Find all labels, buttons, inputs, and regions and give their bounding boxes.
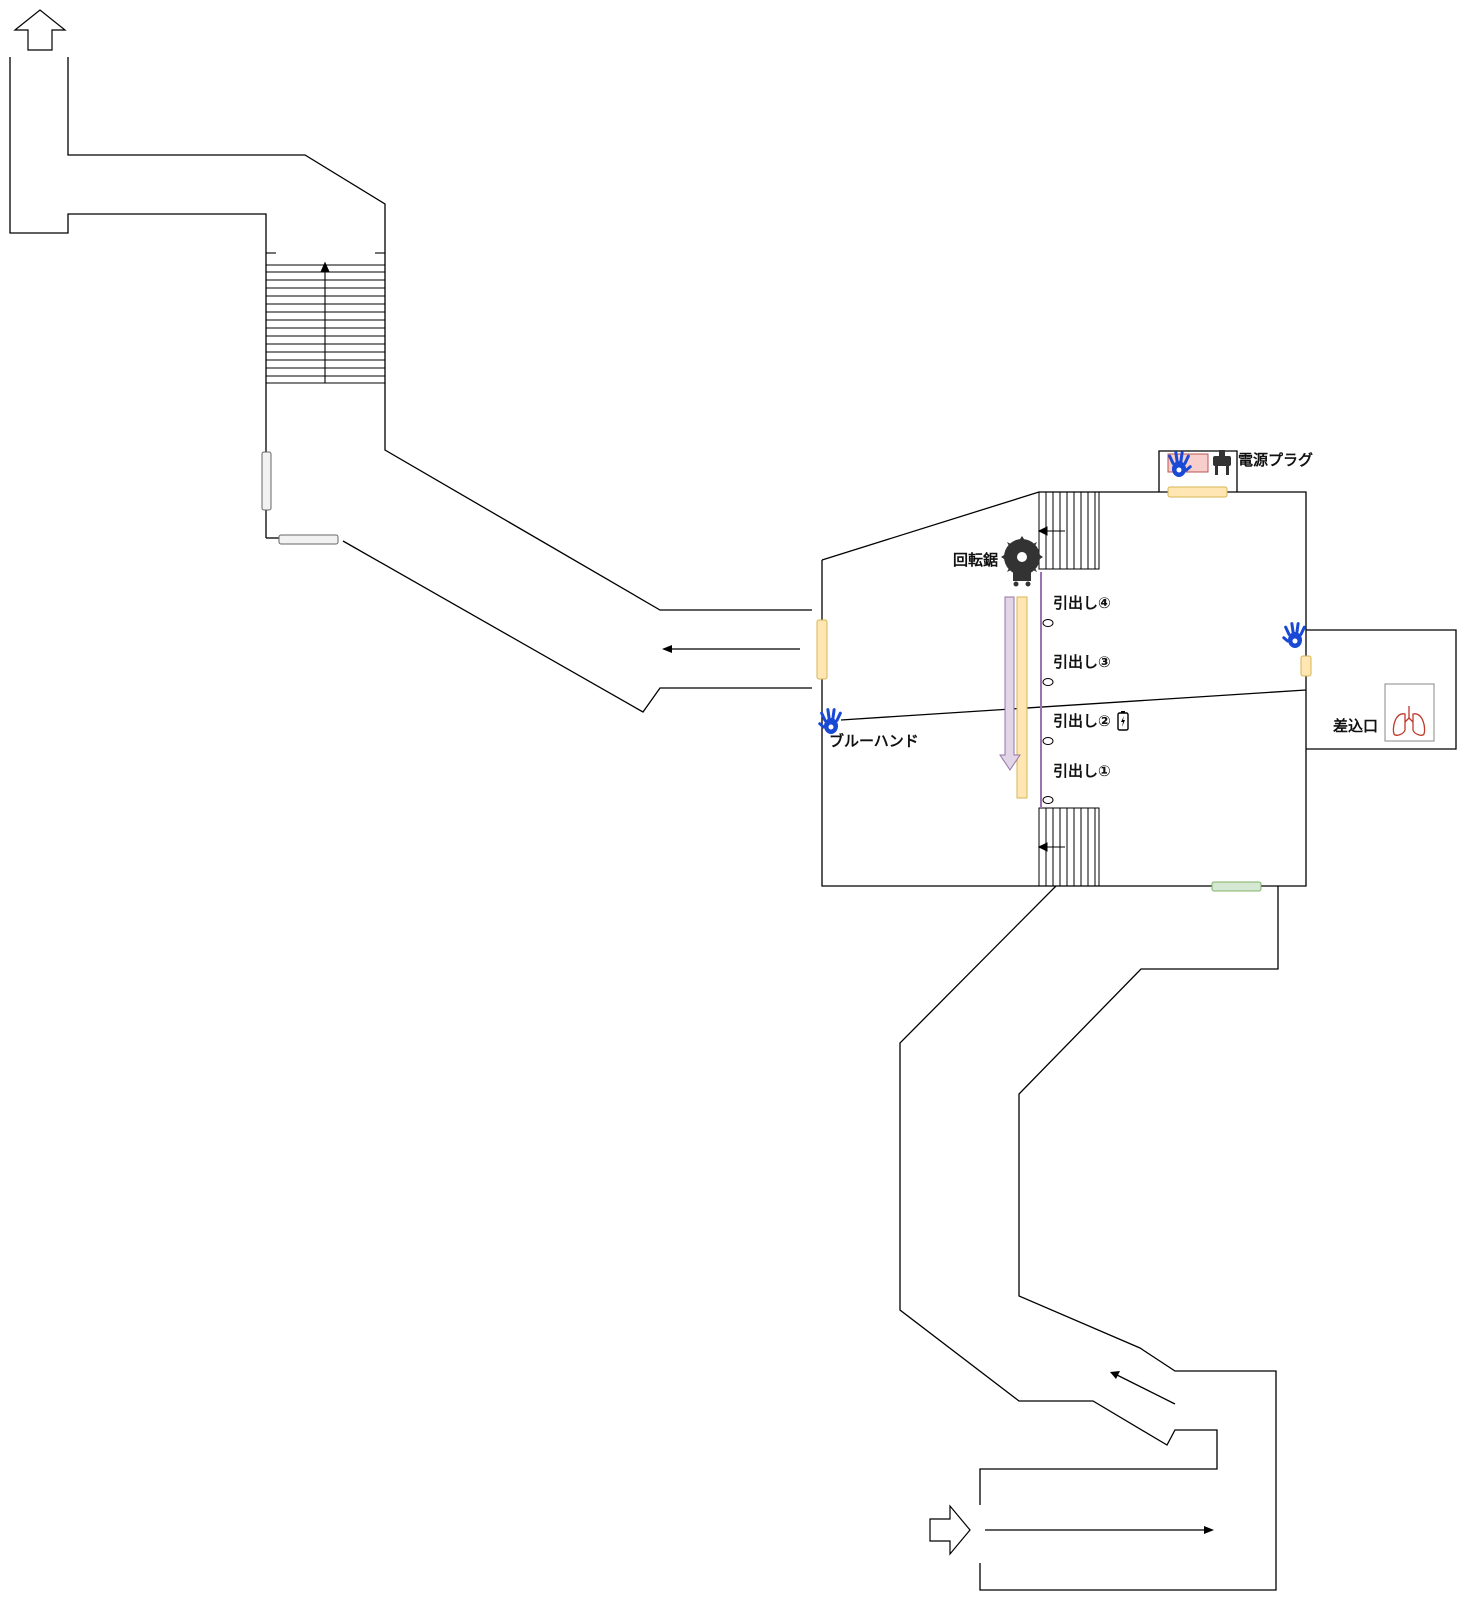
- corridor-left-arrow: [662, 645, 800, 653]
- drawer-handle-1: [1042, 796, 1054, 804]
- label-drawer-4: 引出し④: [1053, 594, 1111, 612]
- exit-up-arrow-icon: [13, 9, 67, 51]
- label-power-plug: 電源プラグ: [1238, 451, 1313, 469]
- main-room-walls: [821, 450, 1457, 887]
- corridor-upleft-arrow: [1110, 1371, 1120, 1379]
- door-north[interactable]: [1167, 486, 1228, 498]
- entrance-right-arrow-icon: [929, 1504, 971, 1556]
- saw-movement-arrow: [999, 596, 1021, 771]
- stairs-top: [266, 252, 385, 384]
- door-west[interactable]: [816, 619, 828, 680]
- door-gray-vertical[interactable]: [261, 451, 272, 511]
- battery-icon: [1117, 711, 1129, 731]
- drawer-handle-3: [1042, 678, 1054, 686]
- corridor-right-arrow: [985, 1526, 1214, 1534]
- stairs-upper: [1037, 491, 1100, 570]
- label-slot: 差込口: [1333, 717, 1378, 735]
- label-drawer-2: 引出し②: [1053, 712, 1111, 730]
- drawer-handle-2: [1042, 737, 1054, 745]
- door-east[interactable]: [1300, 655, 1312, 677]
- drawer-handle-4: [1042, 619, 1054, 627]
- hand-icon-blue-hand[interactable]: [818, 708, 843, 734]
- bottom-corridor: [899, 885, 1279, 1591]
- drawer-handles: [1042, 619, 1054, 804]
- label-rotary-saw: 回転鋸: [953, 551, 998, 569]
- top-left-corridor: [9, 57, 812, 713]
- lungs-icon: [1392, 706, 1426, 736]
- saw-track: [1016, 596, 1028, 799]
- door-south-green[interactable]: [1211, 881, 1262, 892]
- hand-icon-top[interactable]: [1168, 451, 1193, 477]
- stairs-lower: [1037, 807, 1100, 887]
- label-drawer-1: 引出し①: [1053, 762, 1111, 780]
- label-drawer-3: 引出し③: [1053, 653, 1111, 671]
- hand-icon-east[interactable]: [1282, 622, 1307, 648]
- label-blue-hand: ブルーハンド: [829, 732, 919, 750]
- door-gray-horizontal[interactable]: [278, 534, 339, 545]
- power-plug-icon: [1213, 450, 1231, 475]
- saw-blade-icon[interactable]: [1001, 536, 1043, 587]
